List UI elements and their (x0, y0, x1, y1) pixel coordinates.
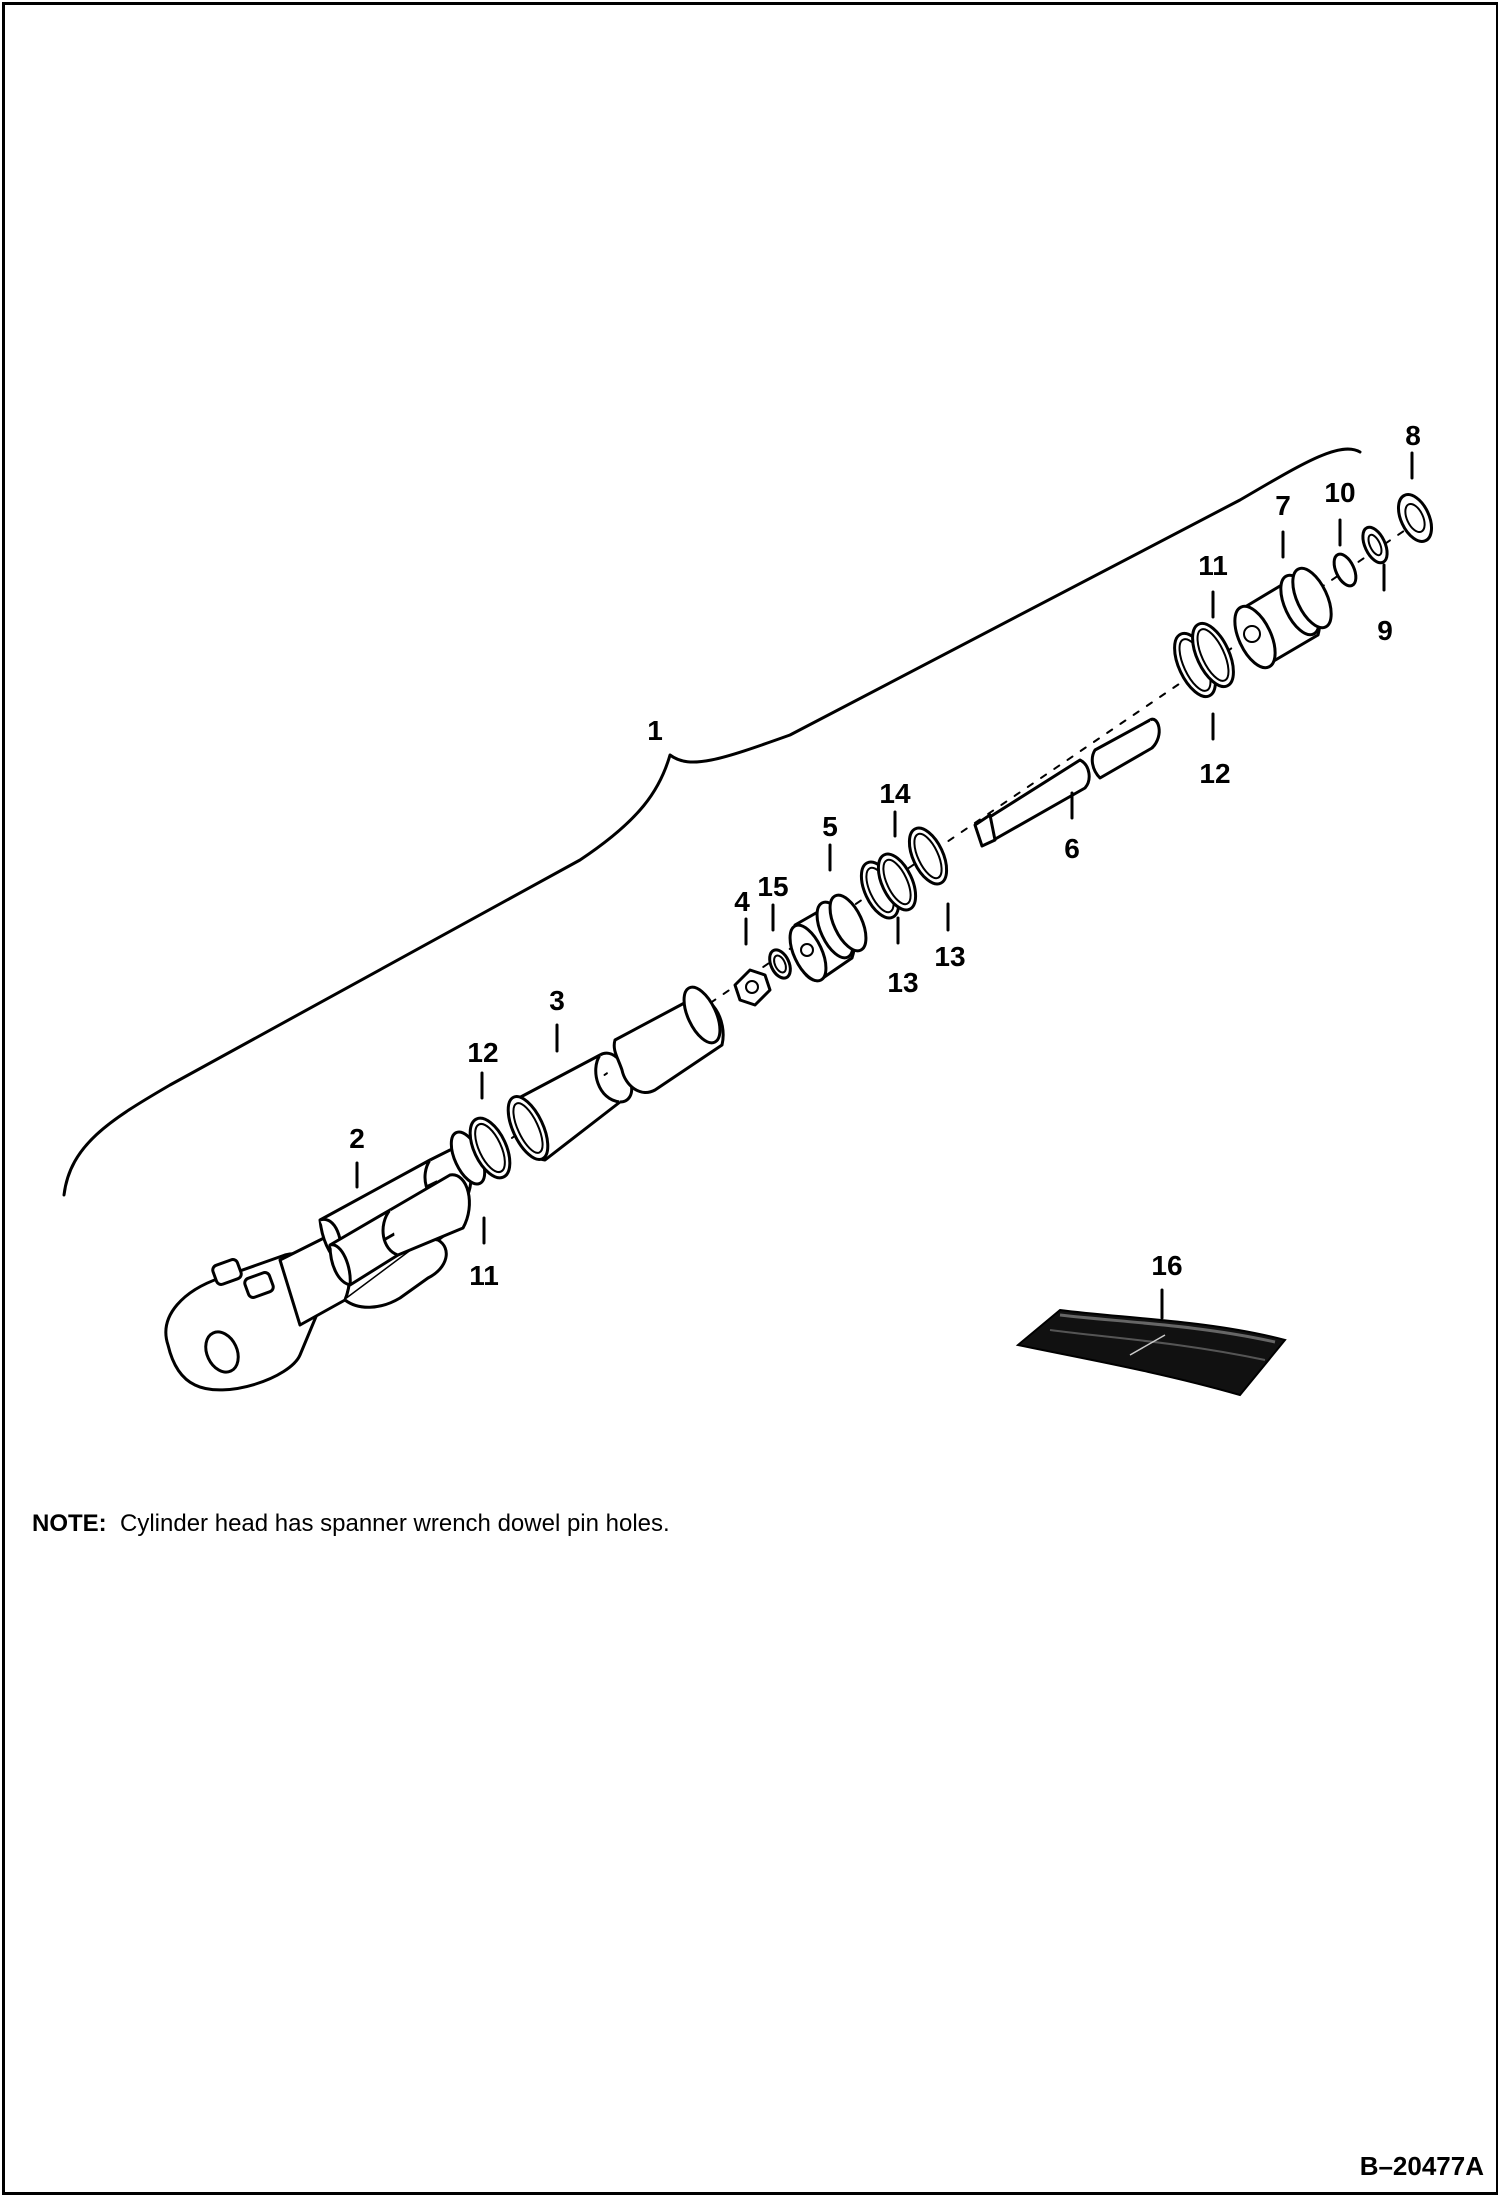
callout-11-left: 11 (469, 1260, 499, 1291)
callout-15: 15 (757, 871, 788, 902)
right-seal-pair (1173, 621, 1235, 699)
callout-1: 1 (647, 715, 663, 746)
part-6-rod (973, 717, 1161, 848)
callout-12-right: 12 (1199, 758, 1230, 789)
note-text: Cylinder head has spanner wrench dowel p… (120, 1510, 670, 1537)
note-line: NOTE: Cylinder head has spanner wrench d… (32, 1510, 670, 1538)
callout-16: 16 (1151, 1250, 1182, 1281)
assembly-brace (62, 447, 1362, 1197)
callout-4: 4 (734, 886, 750, 917)
leader-lines (355, 451, 1414, 1320)
callout-3: 3 (549, 985, 565, 1016)
callout-8: 8 (1405, 420, 1421, 451)
callout-7: 7 (1275, 490, 1291, 521)
part-9-ring (1361, 525, 1389, 565)
part-16-decal (1015, 1308, 1287, 1397)
callout-14: 14 (879, 778, 911, 809)
callout-11-right: 11 (1198, 550, 1228, 581)
left-seal-pair (449, 1116, 512, 1186)
part-10-ring (1332, 552, 1358, 588)
part-4-nut (733, 968, 772, 1007)
callout-5: 5 (822, 811, 838, 842)
callout-12-left: 12 (467, 1037, 498, 1068)
callout-6: 6 (1064, 833, 1080, 864)
callout-9: 9 (1377, 615, 1393, 646)
note-label: NOTE: (32, 1510, 107, 1537)
callout-10: 10 (1324, 477, 1355, 508)
callout-13-left: 13 (887, 967, 918, 998)
part-15-washer (768, 948, 792, 980)
callout-13-right: 13 (934, 941, 965, 972)
part-5-piston (788, 893, 868, 983)
part-7-cylinder-head (1233, 566, 1333, 670)
part-3-tube (506, 985, 725, 1162)
piston-seals (859, 826, 949, 920)
document-id: B–20477A (1359, 2151, 1484, 2181)
part-2-big-tube (328, 1173, 471, 1287)
part-8-wiper (1396, 493, 1434, 543)
callout-2: 2 (349, 1123, 365, 1154)
